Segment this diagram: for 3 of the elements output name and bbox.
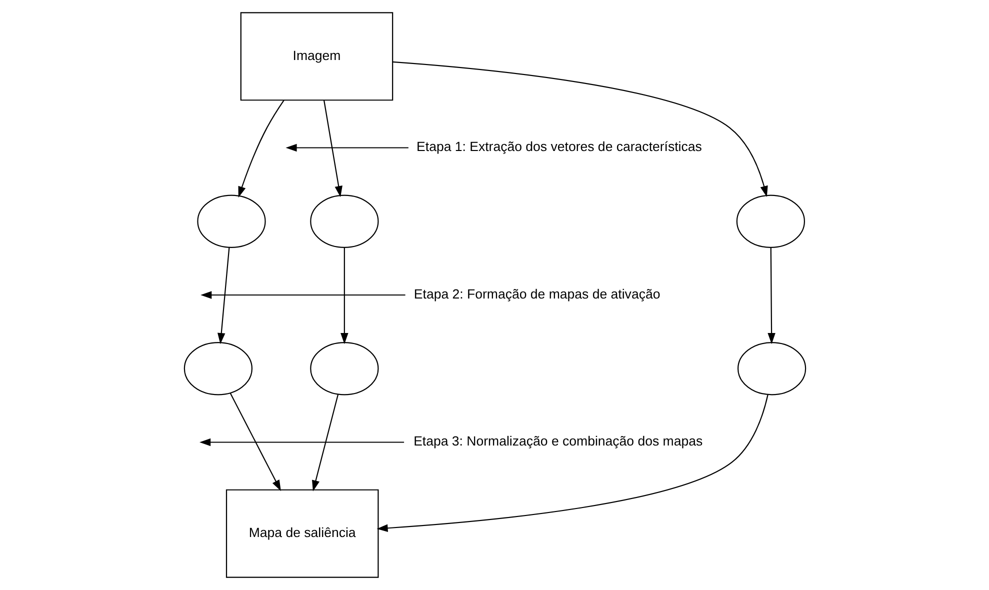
node-text: Etapa 2: Formação de mapas de ativação: [413, 286, 660, 302]
node-text: Etapa 3: Normalização e combinação dos mapas: [413, 434, 702, 449]
node-text: Etapa 1: Extração dos vetores de características: [416, 139, 702, 154]
